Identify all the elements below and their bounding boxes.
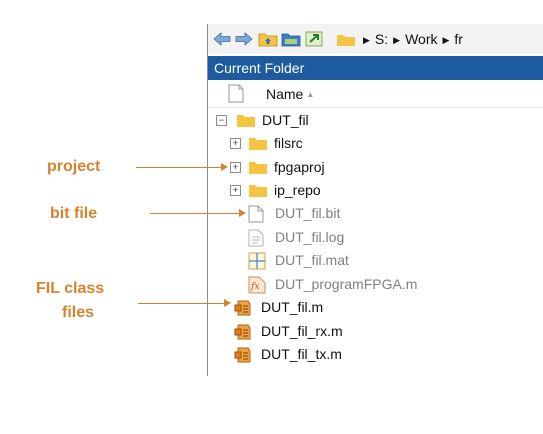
- annotation-bit-file: bit file: [50, 205, 98, 222]
- column-name[interactable]: Name▲: [266, 86, 315, 102]
- folder-icon: [249, 185, 267, 197]
- column-header[interactable]: Name▲: [208, 81, 543, 108]
- tree-item-label: DUT_fil: [262, 112, 309, 128]
- tree-item-label: DUT_fil.mat: [275, 252, 349, 268]
- up-folder-icon[interactable]: [258, 30, 278, 48]
- folder-icon: [249, 162, 267, 174]
- arrow-head-icon: [239, 209, 246, 217]
- go-icon[interactable]: [304, 30, 324, 48]
- tree-item-label: DUT_fil_rx.m: [261, 323, 343, 339]
- address-path[interactable]: ▶ S: ▶ Work ▶ fr: [358, 31, 463, 47]
- text-file-icon: [248, 229, 264, 247]
- annotation-arrow: [136, 167, 222, 168]
- browse-folder-icon[interactable]: [281, 30, 301, 48]
- expand-icon[interactable]: +: [230, 185, 241, 196]
- address-toolbar: ▶ S: ▶ Work ▶ fr: [208, 24, 543, 54]
- annotation-project: project: [47, 158, 101, 175]
- folder-icon: [249, 138, 267, 150]
- class-file-icon: [234, 300, 251, 316]
- tree-item-label: ip_repo: [274, 182, 321, 198]
- annotation-arrow: [138, 303, 225, 304]
- tree-item-label: fpgaproj: [274, 159, 325, 175]
- tree-item-label: filsrc: [274, 135, 303, 151]
- folder-icon: [337, 35, 355, 46]
- class-file-icon: [234, 324, 251, 340]
- path-segment[interactable]: S:: [374, 31, 389, 47]
- tree-item-label: DUT_fil_tx.m: [261, 346, 342, 362]
- chevron-right-icon: ▶: [442, 35, 450, 45]
- current-folder-panel: ▶ S: ▶ Work ▶ fr Current Folder Name▲ − DUT_f…: [207, 24, 543, 376]
- path-segment[interactable]: fr: [454, 31, 463, 47]
- annotation-files: files: [62, 304, 95, 321]
- tree-item-label: DUT_fil.m: [261, 299, 324, 315]
- path-segment[interactable]: Work: [405, 31, 438, 47]
- svg-text:fx: fx: [250, 282, 259, 292]
- expand-icon[interactable]: +: [230, 138, 241, 149]
- back-arrow-icon[interactable]: [212, 30, 232, 48]
- tree-item-label: DUT_fil.log: [275, 229, 345, 245]
- annotation-arrow: [150, 213, 240, 214]
- chevron-right-icon: ▶: [393, 35, 401, 45]
- sort-ascending-icon: ▲: [306, 90, 315, 99]
- annotation-fil-class: FIL class: [36, 280, 105, 297]
- folder-icon: [237, 115, 255, 127]
- arrow-head-icon: [224, 299, 231, 307]
- panel-title: Current Folder: [208, 56, 543, 80]
- arrow-head-icon: [221, 163, 228, 171]
- class-file-icon: [234, 347, 251, 363]
- function-file-icon: fx: [248, 276, 266, 294]
- expand-icon[interactable]: +: [230, 162, 241, 173]
- collapse-icon[interactable]: −: [216, 115, 227, 126]
- forward-arrow-icon[interactable]: [234, 30, 254, 48]
- tree-item-label: DUT_fil.bit: [275, 205, 341, 221]
- document-icon: [228, 84, 244, 103]
- document-icon: [248, 205, 264, 223]
- mat-file-icon: [248, 252, 266, 270]
- chevron-right-icon: ▶: [363, 35, 370, 45]
- tree-item-label: DUT_programFPGA.m: [275, 276, 418, 292]
